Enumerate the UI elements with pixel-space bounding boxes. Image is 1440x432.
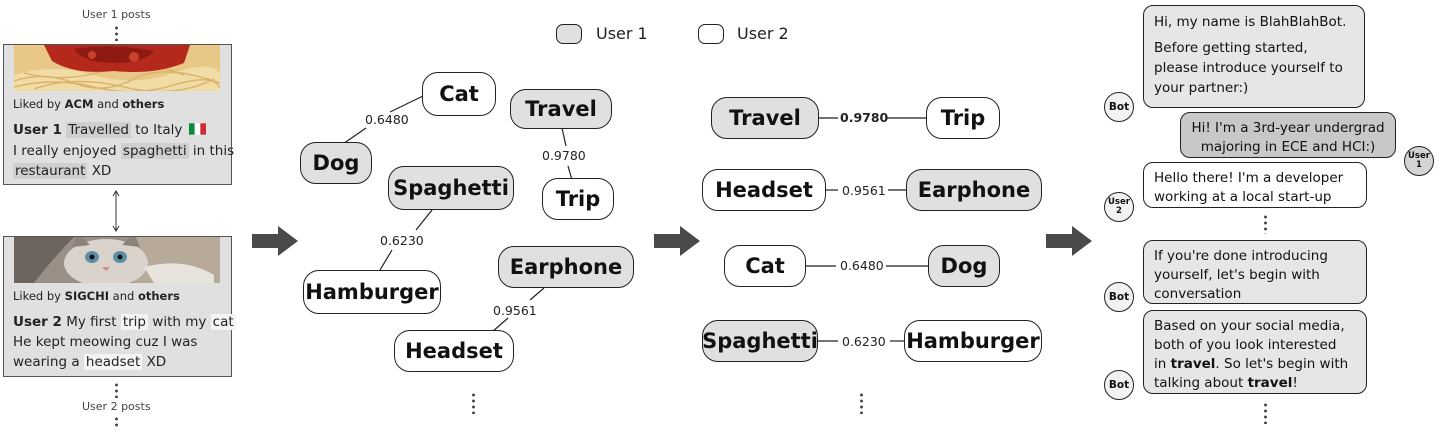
italy-flag-icon — [188, 121, 206, 141]
score-travel-trip: 0.9780 — [542, 148, 586, 163]
pair-right-node: Earphone — [906, 169, 1042, 211]
chat-ellipsis — [1264, 214, 1267, 234]
pair-score: 0.6480 — [840, 258, 884, 273]
keyword-trip: trip — [120, 314, 148, 330]
node-trip: Trip — [542, 178, 614, 220]
pair-right-node: Dog — [928, 245, 1000, 287]
pair-left-node: Headset — [702, 169, 826, 211]
post2-liked-by: Liked by SIGCHI and others — [13, 289, 180, 303]
node-spaghetti: Spaghetti — [388, 166, 514, 210]
post-user1[interactable]: Liked by ACM and others User 1 Travelled… — [3, 44, 235, 185]
cat-photo — [14, 237, 220, 283]
ellipsis-top — [115, 25, 118, 41]
score-cat-dog: 0.6480 — [365, 112, 409, 127]
post-user2[interactable]: Liked by SIGCHI and others User 2 My fir… — [3, 236, 236, 377]
node-dog: Dog — [300, 142, 372, 184]
node-travel: Travel — [510, 89, 612, 129]
pair-left-node: Spaghetti — [702, 320, 818, 362]
arrow-right-icon — [252, 226, 298, 256]
legend-user1-swatch — [556, 24, 582, 44]
pairs-ellipsis — [860, 392, 863, 414]
pair-score: 0.9561 — [842, 183, 886, 198]
user1-posts-label: User 1 posts — [82, 8, 151, 21]
pair-left-node: Cat — [724, 245, 806, 287]
node-earphone: Earphone — [498, 246, 634, 288]
pair-score: 0.9780 — [840, 110, 889, 125]
ellipsis-bottom — [115, 382, 118, 398]
bot-avatar-icon: Bot — [1104, 282, 1134, 312]
node-headset: Headset — [394, 330, 514, 372]
arrow-right-icon — [654, 226, 700, 256]
arrow-right-icon — [1046, 226, 1092, 256]
ellipsis-bottom-2 — [115, 416, 118, 428]
keyword-spaghetti: spaghetti — [120, 143, 189, 159]
chat-message-bot-begin: If you're done introducing yourself, let… — [1143, 240, 1367, 304]
graph-ellipsis — [472, 392, 475, 414]
legend-user2-label: User 2 — [737, 24, 789, 43]
pair-score: 0.6230 — [842, 334, 886, 349]
double-arrow-icon — [112, 190, 120, 232]
score-spaghetti-hamburger: 0.6230 — [380, 233, 424, 248]
score-earphone-headset: 0.9561 — [493, 303, 537, 318]
bot-avatar-icon: Bot — [1104, 370, 1134, 400]
node-cat: Cat — [422, 72, 496, 116]
user2-posts-label: User 2 posts — [82, 400, 151, 413]
keyword-travelled: Travelled — [66, 122, 131, 138]
chat-message-bot-topic: Based on your social media, both of you … — [1143, 310, 1367, 394]
post1-text: User 1 Travelled to Italy I really enjoy… — [13, 121, 235, 179]
legend-user2-swatch — [698, 24, 724, 44]
pair-left-node: Travel — [711, 97, 819, 139]
chat-message-user1: Hi! I'm a 3rd-year undergrad majoring in… — [1180, 112, 1396, 158]
post1-liked-by: Liked by ACM and others — [13, 97, 165, 111]
chat-ellipsis-bottom — [1264, 402, 1267, 424]
keyword-cat: cat — [210, 314, 236, 330]
pair-right-node: Trip — [926, 97, 1000, 139]
spaghetti-photo — [14, 45, 220, 91]
node-hamburger: Hamburger — [303, 270, 441, 314]
bot-avatar-icon: Bot — [1104, 92, 1134, 122]
pair-right-node: Hamburger — [904, 320, 1042, 362]
keyword-headset: headset — [83, 354, 143, 370]
post2-text: User 2 My first trip with my cat He kept… — [13, 314, 236, 370]
legend-user1-label: User 1 — [596, 24, 648, 43]
chat-message-user2: Hello there! I'm a developer working at … — [1143, 162, 1367, 208]
chat-message-bot-greeting: Hi, my name is BlahBlahBot. Before getti… — [1143, 5, 1365, 108]
